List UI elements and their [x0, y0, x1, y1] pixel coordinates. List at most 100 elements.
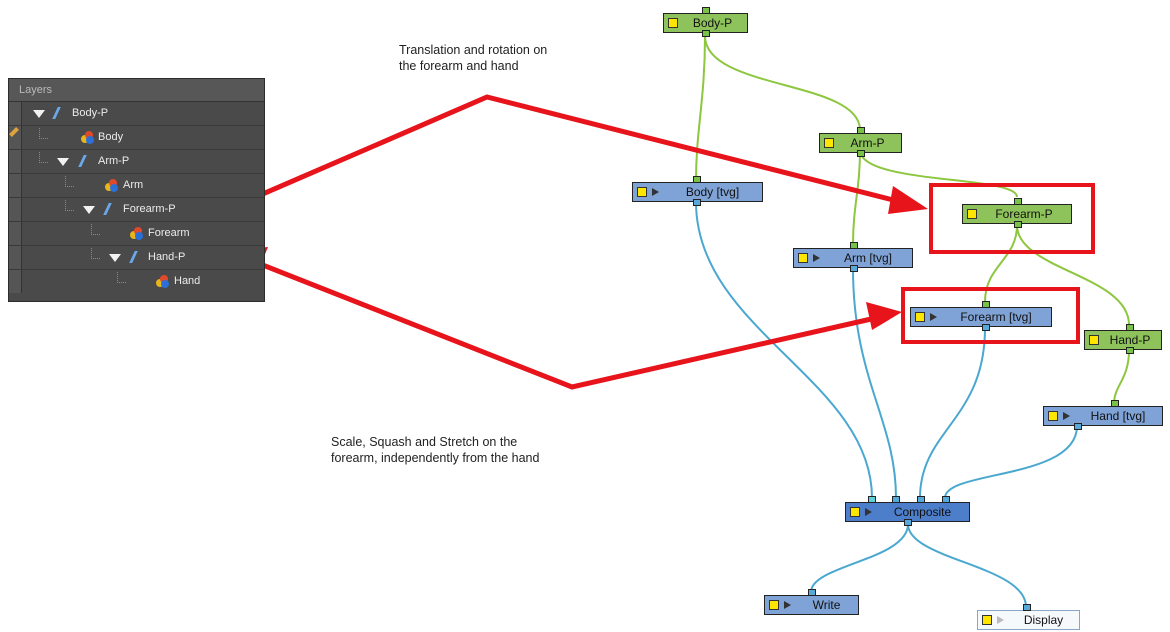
expand-triangle-icon[interactable] [109, 254, 121, 262]
layer-row-body-p[interactable]: Body-P [9, 102, 264, 126]
node-input-port[interactable] [693, 176, 701, 183]
node-body-tvg[interactable]: Body [tvg] [632, 176, 763, 206]
peg-icon [103, 203, 112, 215]
node-output-port[interactable] [904, 519, 912, 526]
node-input-port[interactable] [857, 127, 865, 134]
annotation-top-line2: the forearm and hand [399, 59, 519, 73]
node-output-port[interactable] [1074, 423, 1082, 430]
wire-handp-handtvg [1113, 349, 1130, 405]
highlight-box-forearm-peg-node [929, 183, 1095, 254]
drawing-layer-icon [81, 131, 94, 144]
tree-line [91, 224, 100, 235]
layer-label: Forearm [148, 227, 190, 239]
layer-label: Forearm-P [123, 203, 176, 215]
layer-row-arm[interactable]: Arm [9, 174, 264, 198]
arrowhead-right-top [888, 186, 928, 214]
wire-armp-armtvg [852, 149, 861, 246]
wire-composite-write [810, 523, 909, 593]
annotation-bottom-line2: forearm, independently from the hand [331, 451, 540, 465]
layer-gutter [9, 150, 22, 173]
wire-bodyp-armp [704, 35, 861, 131]
node-label: Arm [tvg] [843, 251, 892, 265]
layer-gutter [9, 102, 22, 125]
node-forearm-p[interactable]: Forearm-P [962, 198, 1072, 228]
play-icon [652, 188, 659, 196]
play-icon [930, 313, 937, 321]
play-icon [1063, 412, 1070, 420]
node-output-port[interactable] [702, 30, 710, 37]
enable-toggle-icon[interactable] [824, 138, 834, 148]
expand-triangle-icon[interactable] [57, 158, 69, 166]
layers-panel-header: Layers [9, 79, 264, 102]
node-hand-tvg[interactable]: Hand [tvg] [1043, 400, 1163, 430]
node-output-port[interactable] [1126, 347, 1134, 354]
node-input-port[interactable] [1023, 604, 1031, 611]
node-arm-tvg[interactable]: Arm [tvg] [793, 242, 913, 272]
enable-toggle-icon[interactable] [798, 253, 808, 263]
node-label: Hand-P [1109, 333, 1151, 347]
node-input-port[interactable] [702, 7, 710, 14]
layer-label: Hand [174, 275, 201, 287]
node-input-port[interactable] [850, 242, 858, 249]
enable-toggle-icon[interactable] [1048, 411, 1058, 421]
node-composite[interactable]: Composite [845, 496, 970, 526]
node-input-port[interactable] [1126, 324, 1134, 331]
node-output-port[interactable] [857, 150, 865, 157]
arrowhead-right-bottom [866, 302, 902, 330]
layer-label: Hand-P [148, 251, 186, 263]
annotation-top: Translation and rotation on the forearm … [399, 42, 547, 74]
node-label: Write [812, 598, 841, 612]
enable-toggle-icon[interactable] [915, 312, 925, 322]
expand-triangle-icon[interactable] [83, 206, 95, 214]
node-input-port[interactable] [892, 496, 900, 503]
layer-row-hand-p[interactable]: Hand-P [9, 246, 264, 270]
wire-handtvg-composite [944, 425, 1078, 499]
node-body-p[interactable]: Body-P [663, 7, 748, 37]
annotation-top-line1: Translation and rotation on [399, 43, 548, 57]
enable-toggle-icon[interactable] [769, 600, 779, 610]
layer-gutter [9, 246, 22, 269]
enable-toggle-icon[interactable] [982, 615, 992, 625]
enable-toggle-icon[interactable] [637, 187, 647, 197]
node-input-port[interactable] [808, 589, 816, 596]
node-arm-p[interactable]: Arm-P [819, 127, 902, 157]
layer-label: Body-P [72, 107, 109, 119]
layer-gutter [9, 174, 22, 197]
node-label: Forearm [tvg] [960, 310, 1032, 324]
node-forearm-tvg[interactable]: Forearm [tvg] [910, 301, 1052, 331]
node-input-port[interactable] [982, 301, 990, 308]
enable-toggle-icon[interactable] [668, 18, 678, 28]
enable-toggle-icon[interactable] [1089, 335, 1099, 345]
node-input-port[interactable] [1014, 198, 1022, 205]
layer-row-arm-p[interactable]: Arm-P [9, 150, 264, 174]
node-output-port[interactable] [693, 199, 701, 206]
node-label: Display [1023, 613, 1064, 627]
node-input-port[interactable] [868, 496, 876, 503]
layers-panel: Layers Body-P Body Arm-P Arm Forea [8, 78, 265, 302]
annotation-bottom-line1: Scale, Squash and Stretch on the [331, 435, 518, 449]
node-label: Hand [tvg] [1090, 409, 1146, 423]
enable-toggle-icon[interactable] [850, 507, 860, 517]
layer-row-forearm[interactable]: Forearm [9, 222, 264, 246]
layer-label: Arm [123, 179, 144, 191]
expand-triangle-icon[interactable] [33, 110, 45, 118]
node-input-port[interactable] [1111, 400, 1119, 407]
layer-row-hand[interactable]: Hand [9, 270, 264, 294]
node-output-port[interactable] [982, 324, 990, 331]
annotation-bottom: Scale, Squash and Stretch on the forearm… [331, 434, 539, 466]
enable-toggle-icon[interactable] [967, 209, 977, 219]
layer-gutter [9, 222, 22, 245]
node-input-port[interactable] [917, 496, 925, 503]
node-write[interactable]: Write [764, 589, 859, 615]
node-input-port[interactable] [942, 496, 950, 503]
node-display[interactable]: Display [977, 604, 1080, 630]
play-icon [813, 254, 820, 262]
node-hand-p[interactable]: Hand-P [1084, 324, 1162, 354]
wire-armtvg-composite [852, 267, 897, 499]
layer-row-body[interactable]: Body [9, 126, 264, 150]
node-output-port[interactable] [850, 265, 858, 272]
layer-row-forearm-p[interactable]: Forearm-P [9, 198, 264, 222]
node-output-port[interactable] [1014, 221, 1022, 228]
tree-line [65, 200, 74, 211]
play-icon [865, 508, 872, 516]
